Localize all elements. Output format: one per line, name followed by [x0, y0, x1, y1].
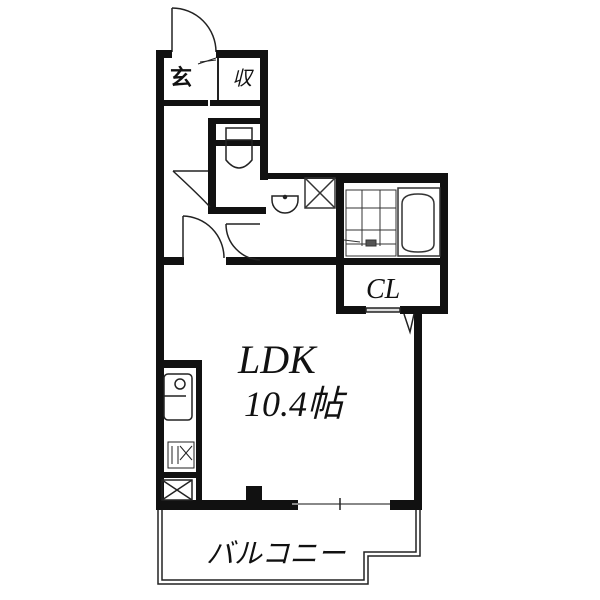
- storage-door: [197, 57, 217, 65]
- bathtub: [397, 187, 441, 257]
- balcony-label: バルコニー: [206, 539, 346, 570]
- stove: [167, 441, 195, 469]
- storage-label: 収: [232, 68, 252, 90]
- washing-machine-space: [304, 177, 336, 209]
- closet-door: [365, 307, 415, 335]
- corridor-doors: [172, 170, 261, 261]
- kitchen-sink: [163, 373, 193, 421]
- balcony-window: [292, 498, 390, 510]
- refrigerator-space: [161, 479, 193, 501]
- closet-label: CL: [366, 274, 401, 305]
- ldk-size-label: 10.4帖: [244, 384, 344, 424]
- shower-area: [343, 189, 397, 257]
- balcony-outline: [157, 510, 421, 585]
- toilet: [225, 127, 253, 169]
- entry-door: [171, 7, 217, 53]
- walls: [156, 50, 448, 510]
- ldk-label: LDK: [238, 337, 316, 382]
- washbasin: [271, 194, 299, 214]
- entrance-label: 玄: [170, 65, 193, 90]
